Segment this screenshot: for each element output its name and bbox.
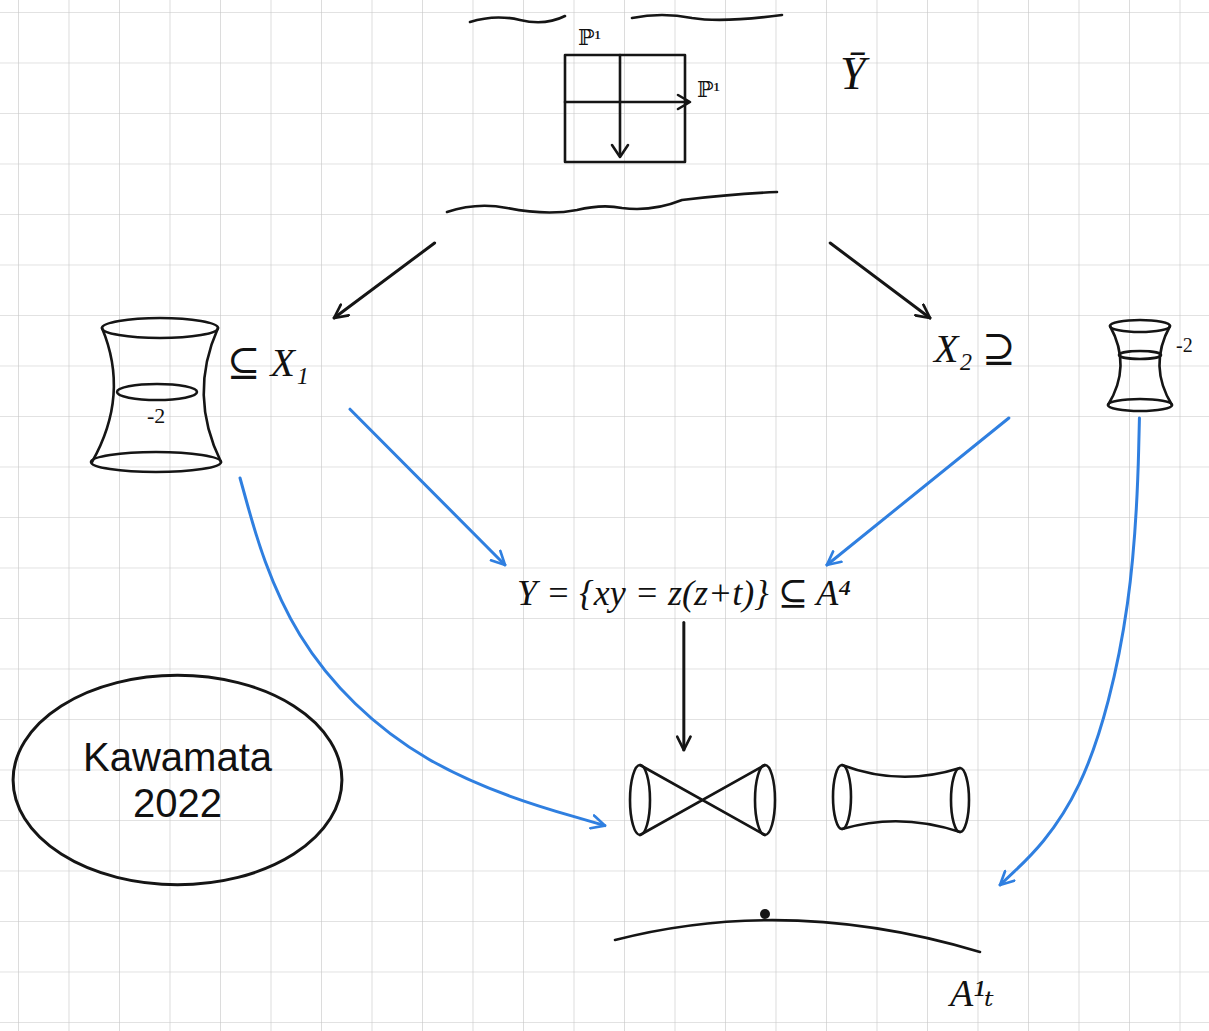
factor-label: ℙ¹ (697, 78, 720, 102)
cone-rim (755, 765, 775, 835)
hourglass-rim (91, 452, 221, 472)
fiber-line (619, 55, 622, 154)
map-arrow (240, 478, 605, 826)
equation-node: Y = {xy = z(z+t)} ⊆ A⁴ (505, 565, 863, 622)
node-text: A¹ₜ (950, 972, 994, 1016)
space-node: Ȳ (430, 8, 890, 243)
hourglass-rim (1108, 399, 1172, 411)
square-p1xp1 (565, 55, 685, 162)
map-arrow (350, 409, 505, 565)
exceptional-curve (117, 384, 197, 400)
hourglass-side (92, 328, 114, 462)
base-curve (615, 920, 980, 952)
factor-label: ℙ¹ (578, 26, 601, 50)
map-arrow (682, 622, 685, 750)
exceptional-curve (1119, 351, 1161, 359)
self-intersection-label: -2 (147, 404, 165, 428)
arrow-head (612, 145, 628, 157)
wavy-line (447, 192, 777, 213)
oval-outline (8, 672, 347, 888)
node-text: Kawamata 2022 (68, 734, 288, 826)
wavy-line (470, 16, 565, 22)
base-node: A¹ₜ (605, 750, 1000, 1020)
map-arrow (334, 243, 435, 318)
map-arrow (1000, 418, 1139, 885)
self-intersection-label: -2 (1176, 334, 1193, 356)
arrow-head (678, 95, 690, 109)
hourglass-rim (102, 318, 218, 338)
oval-outline (13, 675, 342, 885)
nodal-fiber (640, 765, 765, 835)
space-node: X₂ ⊇ (930, 318, 1202, 418)
hyperboloid-rim (951, 768, 969, 832)
origin-point (760, 909, 770, 919)
node-text: X₂ ⊇ (934, 326, 1016, 372)
hourglass-rim (1110, 320, 1170, 332)
node-text: ⊆ X₁ (227, 340, 309, 386)
hourglass-side (204, 328, 221, 462)
map-arrow (827, 418, 1009, 565)
map-arrow (830, 243, 930, 318)
node-text: Y = {xy = z(z+t)} ⊆ A⁴ (517, 573, 851, 614)
fiber-line (565, 101, 688, 104)
node-text: Ȳ (840, 48, 866, 101)
hourglass-side (1108, 326, 1121, 405)
hourglass-side (1159, 326, 1172, 405)
cone-rim (630, 765, 650, 835)
space-node: ⊆ X₁ (85, 318, 350, 478)
hyperboloid-rim (833, 765, 851, 829)
citation-oval: Kawamata 2022 (8, 672, 347, 888)
smooth-fiber (842, 765, 960, 832)
wavy-line (632, 15, 782, 20)
